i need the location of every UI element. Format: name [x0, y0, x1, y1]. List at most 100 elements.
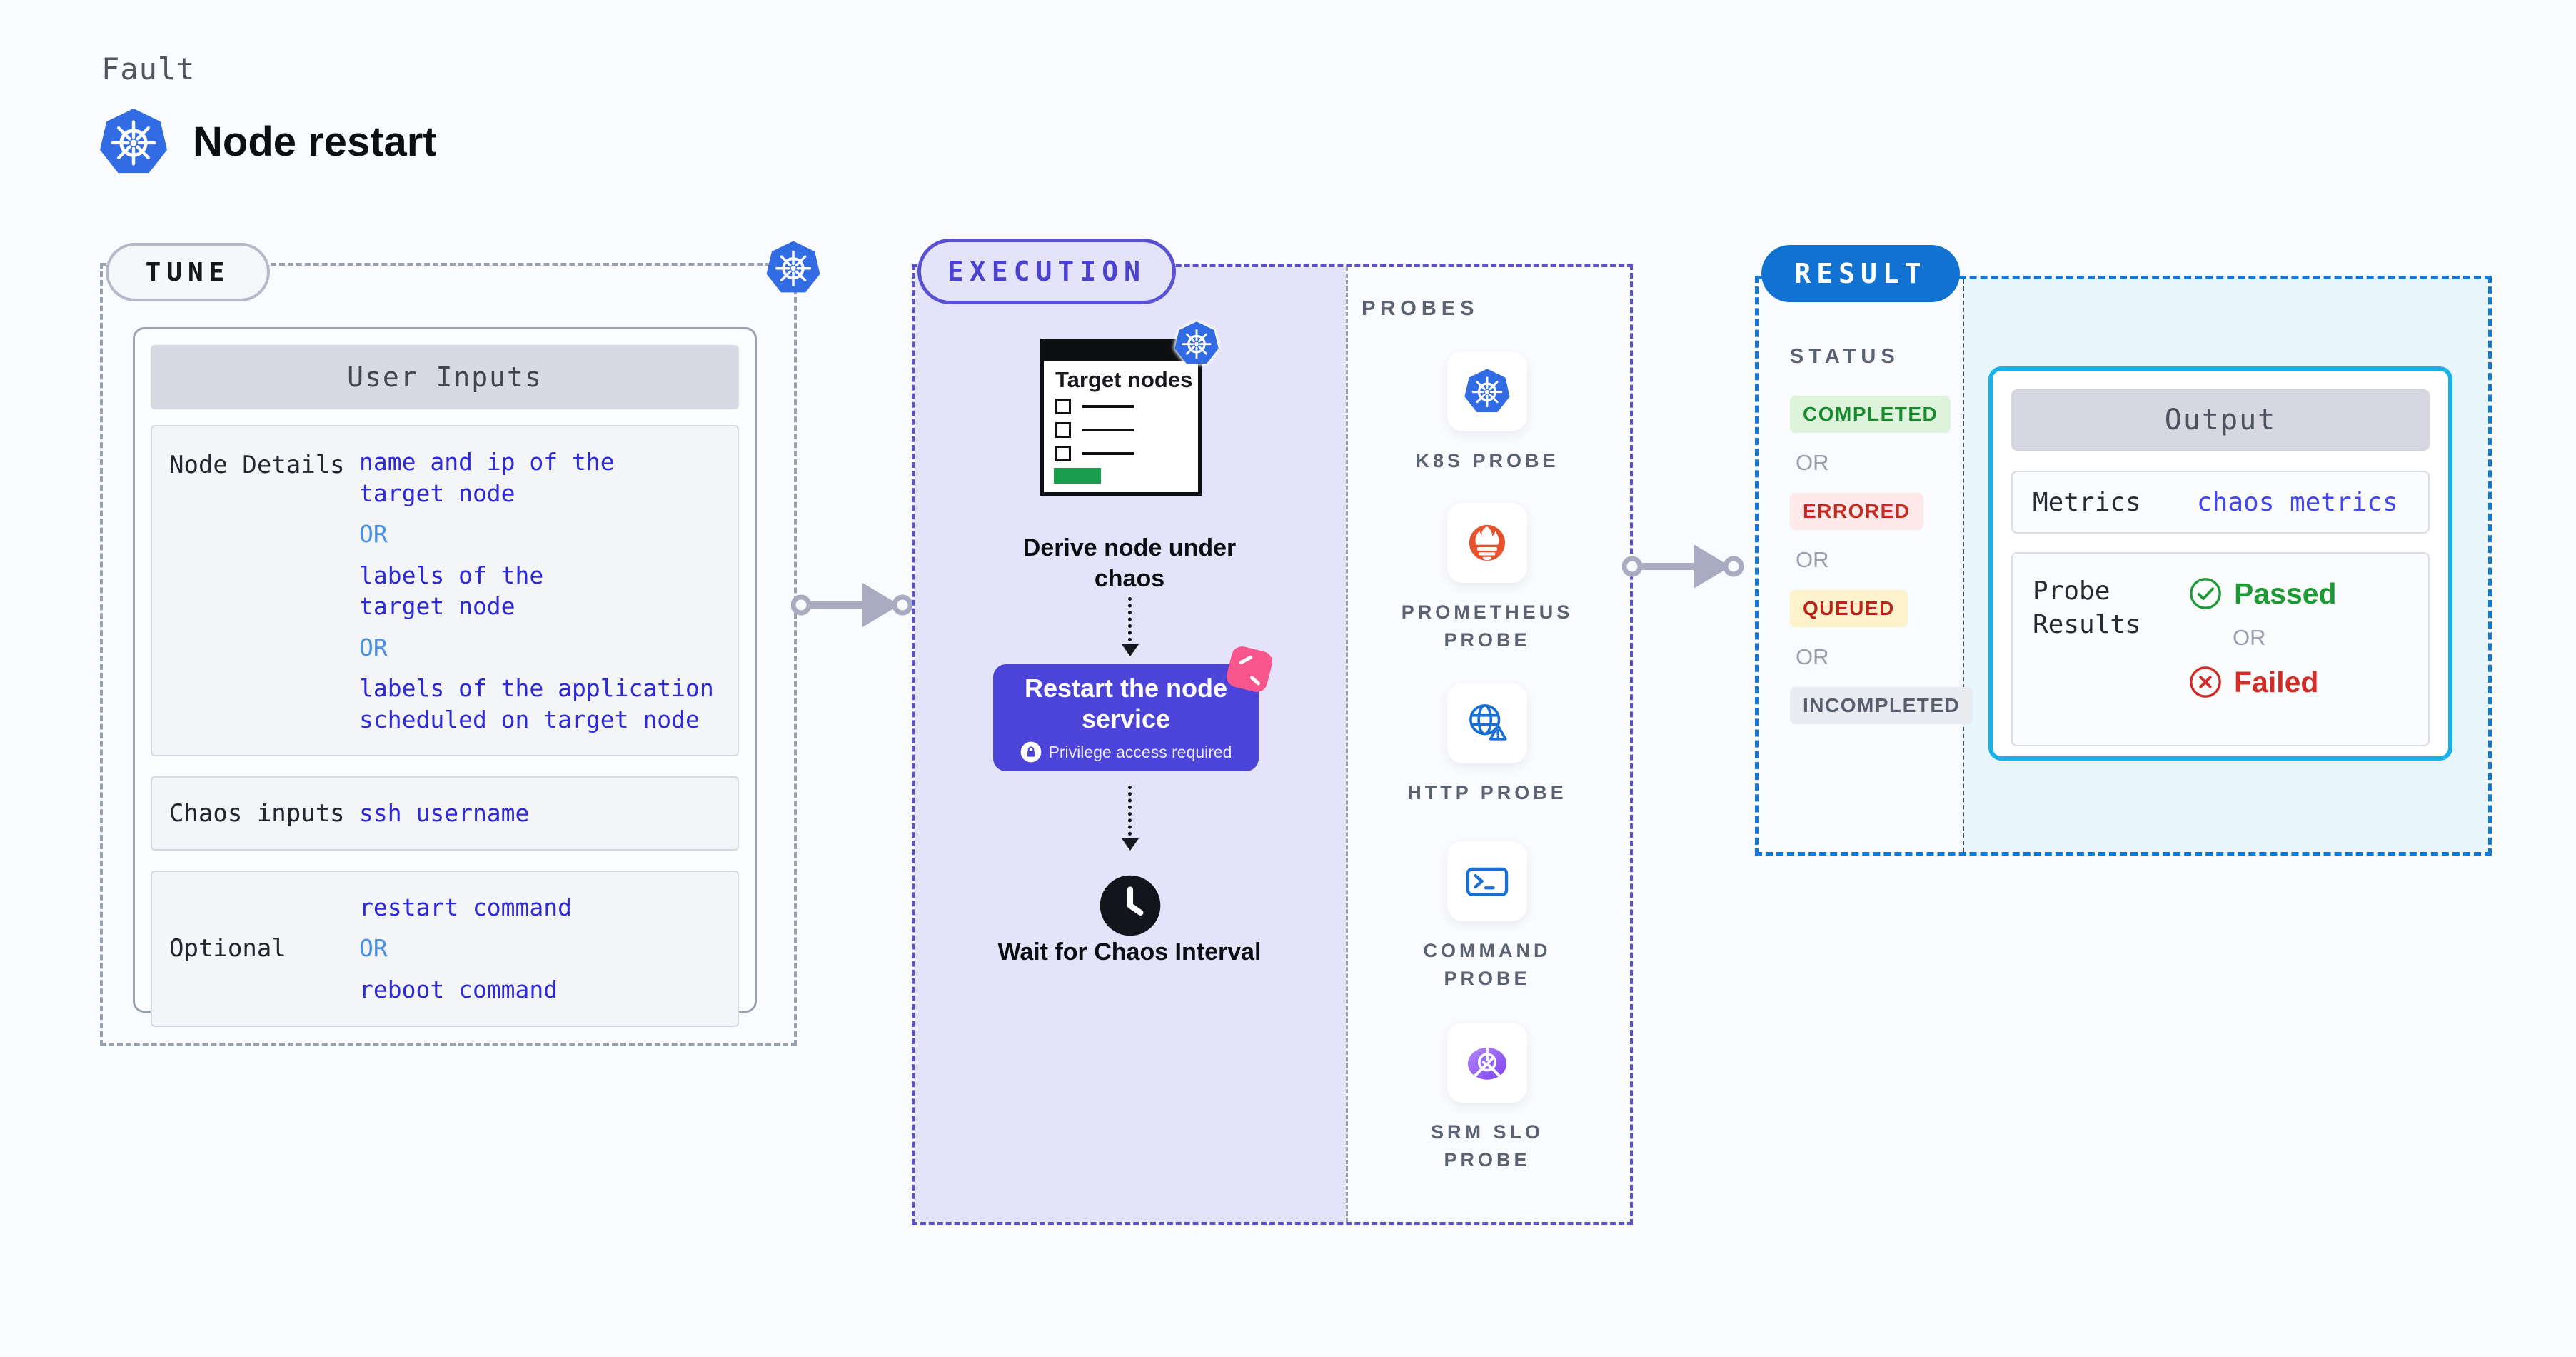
- restart-node-service-step: Restart the node service Privilege acces…: [993, 644, 1275, 771]
- or-separator: OR: [1796, 547, 1829, 572]
- user-inputs-title: User Inputs: [151, 345, 739, 409]
- kubernetes-icon: [765, 240, 821, 296]
- clock-icon: [1098, 873, 1162, 938]
- window-bar: [1044, 342, 1198, 361]
- kubernetes-icon: [1174, 321, 1219, 366]
- checklist-item: [1055, 445, 1198, 461]
- probe-label: PROMETHEUS PROBE: [1401, 601, 1574, 651]
- status-badge: INCOMPLETED: [1790, 687, 1973, 724]
- failed-text: Failed: [2234, 665, 2319, 698]
- row-node-details: Node Details name and ip of the target n…: [151, 425, 739, 757]
- flow-arrow-icon: [791, 571, 912, 639]
- failed-verdict: Failed: [2188, 665, 2408, 699]
- input-value: name and ip of the target node: [359, 448, 615, 507]
- status-badge: COMPLETED: [1790, 396, 1951, 433]
- status-badge: ERRORED: [1790, 493, 1923, 530]
- or-separator: OR: [1796, 644, 1829, 669]
- probe-card-k8s: [1447, 351, 1527, 431]
- metrics-value: chaos metrics: [2197, 487, 2398, 517]
- probe-label: K8S PROBE: [1415, 450, 1559, 471]
- panel-divider: [1346, 267, 1348, 1222]
- checklist-item: [1055, 421, 1198, 438]
- input-value: reboot command: [359, 976, 558, 1004]
- tune-section: TUNE User Inputs Node Details name and i…: [100, 263, 797, 1046]
- panel-divider: [1963, 279, 1964, 852]
- output-title: Output: [2011, 389, 2430, 451]
- probes-heading: PROBES: [1362, 297, 1479, 320]
- check-circle-icon: [2188, 576, 2223, 611]
- arrow-down-icon: [1122, 838, 1139, 851]
- checkbox-icon: [1055, 445, 1071, 461]
- probe-card-http: [1447, 683, 1527, 763]
- probe-verdicts: Passed OR Failed: [2188, 575, 2408, 723]
- restart-step-title: Restart the node service: [1024, 673, 1228, 733]
- row-optional: Optional restart command OR reboot comma…: [151, 870, 739, 1027]
- fault-kicker: Fault: [101, 51, 196, 86]
- row-values: restart command OR reboot command: [359, 892, 725, 1006]
- probe-results-label: Probe Results: [2033, 576, 2141, 639]
- tune-pill: TUNE: [106, 243, 270, 301]
- probe-card-prometheus: [1447, 503, 1527, 583]
- checkbox-icon: [1055, 398, 1071, 414]
- execution-section: EXECUTION Target nodes Derive node under…: [912, 239, 1633, 1225]
- or-separator: OR: [359, 520, 388, 549]
- probe-label: HTTP PROBE: [1407, 782, 1567, 803]
- probe-card-srm-slo: [1447, 1023, 1527, 1103]
- or-separator: OR: [2233, 625, 2266, 650]
- lock-icon: [1020, 741, 1042, 763]
- prometheus-icon: [1464, 519, 1511, 566]
- page-title: Node restart: [193, 119, 437, 165]
- checklist-item: [1055, 398, 1198, 414]
- or-separator: OR: [1796, 450, 1829, 475]
- passed-text: Passed: [2234, 576, 2337, 610]
- checkbox-icon: [1055, 421, 1071, 438]
- srm-slo-icon: [1464, 1039, 1511, 1086]
- output-card: Output Metrics chaos metrics Probe Resul…: [1988, 366, 2452, 761]
- input-value: ssh username: [359, 799, 530, 828]
- probe-results-row: Probe Results Passed OR Failed: [2011, 552, 2430, 746]
- row-chaos-inputs: Chaos inputs ssh username: [151, 776, 739, 851]
- row-label: Optional: [169, 934, 286, 963]
- target-nodes-graphic: Target nodes: [1040, 339, 1202, 496]
- x-circle-icon: [2188, 665, 2223, 699]
- arrow-down-icon: [1122, 644, 1139, 656]
- derive-node-caption: Derive node under chaos: [1022, 534, 1237, 592]
- http-globe-icon: [1464, 700, 1511, 747]
- progress-bar: [1054, 468, 1101, 484]
- result-pill: RESULT: [1761, 245, 1960, 302]
- metrics-label: Metrics: [2033, 487, 2141, 517]
- probe-label: COMMAND PROBE: [1423, 940, 1551, 990]
- user-inputs-rows: Node Details name and ip of the target n…: [151, 425, 739, 1027]
- privilege-note: Privilege access required: [1020, 741, 1232, 763]
- kubernetes-icon: [1464, 368, 1511, 415]
- line: [1082, 428, 1134, 431]
- result-section: RESULT STATUS COMPLETED OR ERRORED OR QU…: [1755, 245, 2492, 856]
- flow-connector: [1128, 786, 1132, 836]
- flow-connector: [1128, 597, 1132, 641]
- or-separator: OR: [359, 633, 388, 661]
- input-value: labels of the target node: [359, 561, 544, 621]
- status-badge: QUEUED: [1790, 590, 1908, 627]
- row-values: ssh username: [359, 798, 725, 829]
- kubernetes-icon: [99, 107, 168, 177]
- status-column: STATUS COMPLETED OR ERRORED OR QUEUED OR…: [1790, 345, 1973, 724]
- input-value: labels of the application scheduled on t…: [359, 674, 714, 733]
- line: [1082, 451, 1134, 455]
- probe-label: SRM SLO PROBE: [1430, 1121, 1544, 1171]
- probe-card-command: [1447, 841, 1527, 921]
- row-label: Chaos inputs: [169, 799, 345, 828]
- terminal-icon: [1464, 858, 1511, 905]
- flow-arrow-icon: [1622, 533, 1744, 600]
- target-nodes-title: Target nodes: [1055, 367, 1193, 392]
- wait-chaos-caption: Wait for Chaos Interval: [997, 938, 1262, 966]
- user-inputs-card: User Inputs Node Details name and ip of …: [133, 327, 757, 1027]
- line: [1082, 404, 1134, 408]
- privilege-note-text: Privilege access required: [1048, 742, 1232, 761]
- status-heading: STATUS: [1790, 345, 1900, 368]
- metrics-row: Metrics chaos metrics: [2011, 471, 2430, 534]
- passed-verdict: Passed: [2188, 576, 2408, 611]
- row-values: name and ip of the target node OR labels…: [359, 446, 725, 735]
- execution-pill: EXECUTION: [917, 239, 1176, 304]
- row-label: Node Details: [169, 451, 345, 479]
